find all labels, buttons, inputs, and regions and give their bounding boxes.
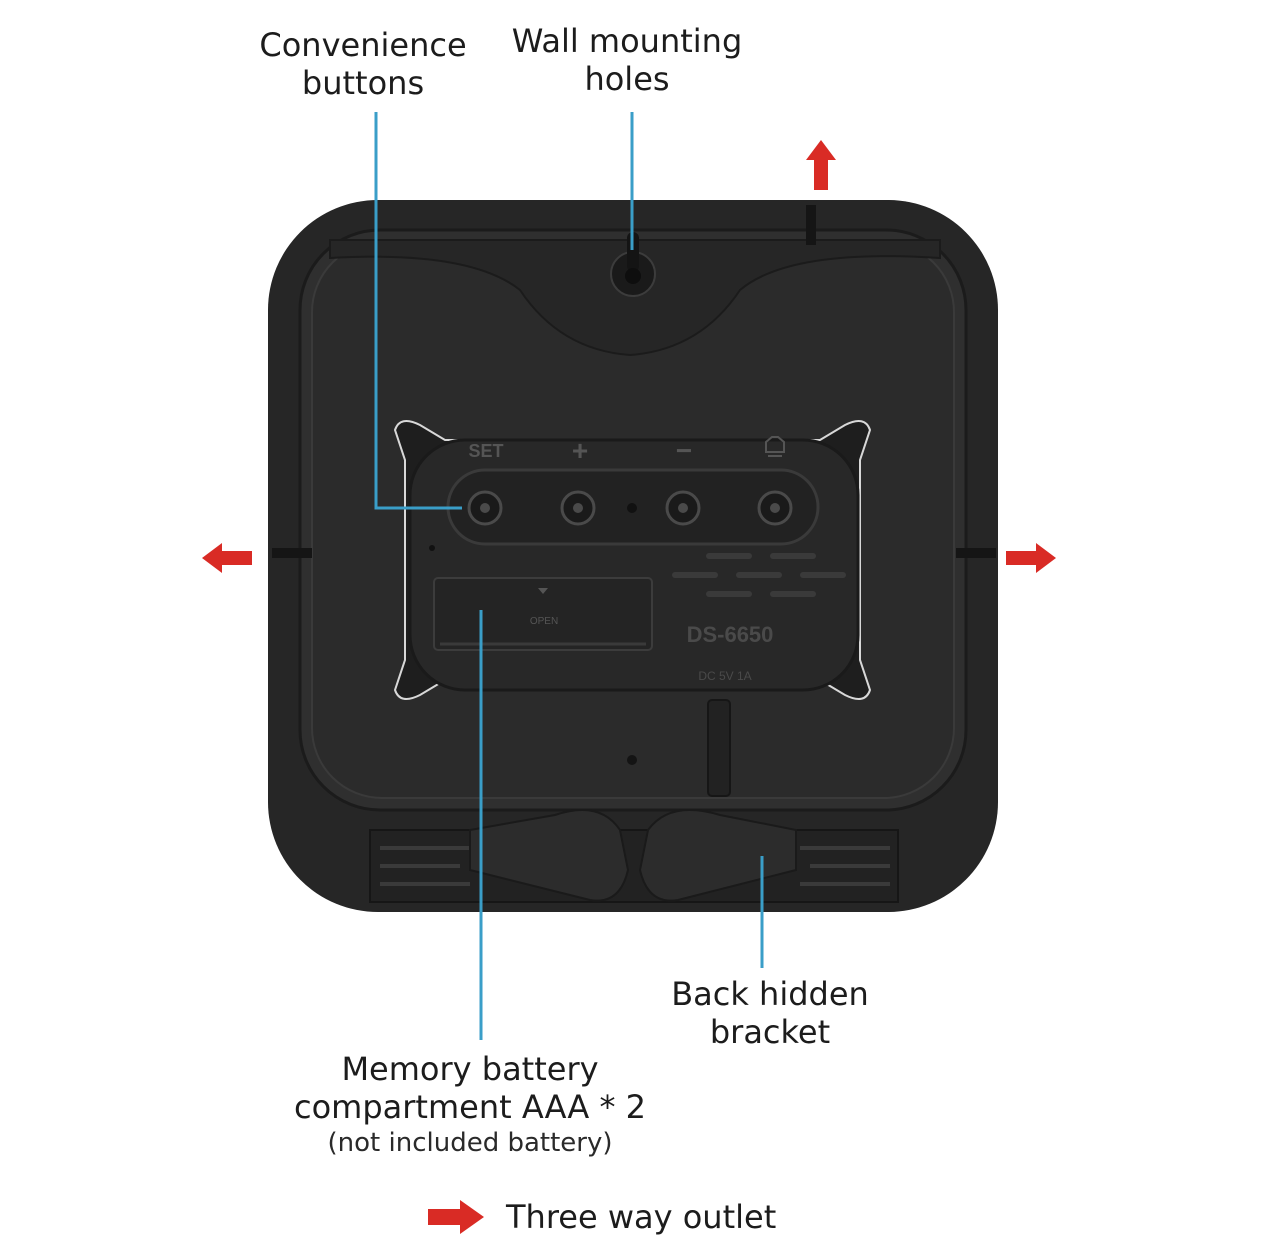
label-line: Memory battery — [341, 1050, 599, 1088]
battery-open-label: OPEN — [530, 616, 558, 627]
set-button-label: SET — [468, 441, 503, 461]
plus-button[interactable] — [560, 490, 596, 526]
battery-compartment[interactable] — [433, 577, 653, 651]
convenience-buttons — [467, 490, 793, 526]
legend: Three way outlet — [428, 1195, 776, 1239]
alarm-bell-icon — [765, 436, 785, 457]
convenience-buttons-label: Convenience buttons — [252, 26, 474, 102]
outlet-arrow-up-icon — [806, 140, 836, 190]
label-line: holes — [584, 60, 670, 98]
reset-pinhole — [627, 503, 637, 513]
battery-note: (not included battery) — [327, 1128, 613, 1158]
battery-compartment-label: Memory battery compartment AAA * 2 (not … — [268, 1050, 672, 1160]
back-hidden-bracket — [369, 809, 899, 903]
outlet-arrow-left-icon — [202, 543, 252, 573]
plus-button-label: + — [572, 435, 588, 466]
wall-mounting-hole — [610, 232, 656, 297]
minus-button[interactable] — [665, 490, 701, 526]
stand-post — [707, 699, 731, 797]
model-number: DS-6650 — [687, 622, 774, 647]
label-line: Convenience — [259, 26, 467, 64]
leader-line-buttons — [374, 112, 462, 510]
minus-button-label: − — [676, 435, 692, 466]
control-panel — [393, 420, 872, 700]
label-line: compartment AAA * 2 — [294, 1088, 646, 1126]
legend-arrow-icon — [428, 1200, 484, 1234]
label-line: buttons — [301, 64, 425, 102]
power-rating: DC 5V 1A — [698, 669, 751, 683]
body-screw-dot — [627, 755, 637, 765]
outlet-arrow-right-icon — [1006, 543, 1056, 573]
leader-lines — [374, 112, 764, 1040]
speaker-grille — [672, 553, 846, 597]
outlet-slot-top — [806, 205, 816, 245]
wall-mounting-holes-label: Wall mounting holes — [496, 22, 758, 98]
label-line: Wall mounting — [511, 22, 743, 60]
outlet-slot-right — [956, 548, 996, 558]
set-button[interactable] — [467, 490, 503, 526]
outlet-slot-left — [272, 548, 312, 558]
alarm-button[interactable] — [757, 490, 793, 526]
label-line: Back hidden — [671, 975, 869, 1013]
panel-dot — [429, 545, 435, 551]
back-hidden-bracket-label: Back hidden bracket — [654, 975, 886, 1051]
label-line: bracket — [709, 1013, 831, 1051]
legend-text: Three way outlet — [506, 1198, 777, 1236]
